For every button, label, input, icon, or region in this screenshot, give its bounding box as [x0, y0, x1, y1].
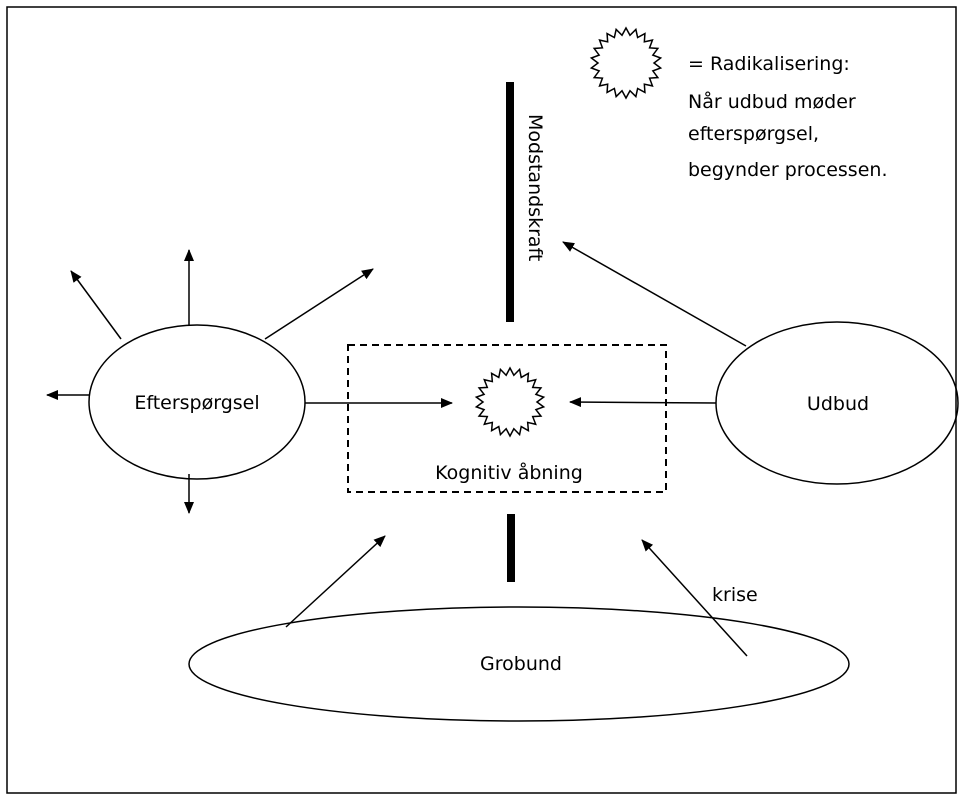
supply-node: Udbud	[715, 321, 959, 485]
supply-label: Udbud	[807, 393, 869, 415]
resistance-bar-top	[506, 82, 514, 322]
supply-to-opening-arrow	[569, 397, 717, 408]
supply-to-resistance-arrow	[562, 241, 747, 347]
ground-label: Grobund	[480, 653, 562, 675]
ground-to-opening-right-arrow	[641, 539, 748, 657]
cognitive-opening-box: Kognitiv åbning	[347, 344, 667, 493]
demand-arrow-up-right	[264, 268, 374, 340]
radicalization-icon	[474, 366, 546, 438]
resistance-bar-bottom	[507, 514, 515, 582]
radicalization-legend-icon	[589, 26, 663, 100]
demand-label: Efterspørgsel	[134, 392, 259, 414]
resistance-label: Modstandskraft	[524, 114, 546, 261]
demand-arrow-up-left	[70, 270, 122, 340]
flow-arrows	[285, 241, 748, 657]
legend-line-4: begynder processen.	[688, 159, 887, 181]
crisis-label: krise	[712, 584, 758, 606]
legend-line-3: efterspørgsel,	[688, 123, 819, 145]
legend-line-1: = Radikalisering:	[688, 53, 850, 75]
ground-node: Grobund	[188, 606, 850, 722]
demand-node: Efterspørgsel	[88, 324, 306, 480]
cognitive-opening-label: Kognitiv åbning	[435, 461, 583, 484]
ground-to-opening-left-arrow	[285, 535, 386, 628]
legend: = Radikalisering: Når udbud møder efters…	[589, 26, 887, 181]
ground-ellipse	[188, 606, 850, 722]
page-frame	[6, 6, 957, 794]
demand-outward-arrows	[46, 249, 374, 514]
cognitive-opening-frame	[347, 344, 667, 493]
demand-ellipse	[88, 324, 306, 480]
legend-line-2: Når udbud møder	[688, 90, 856, 113]
